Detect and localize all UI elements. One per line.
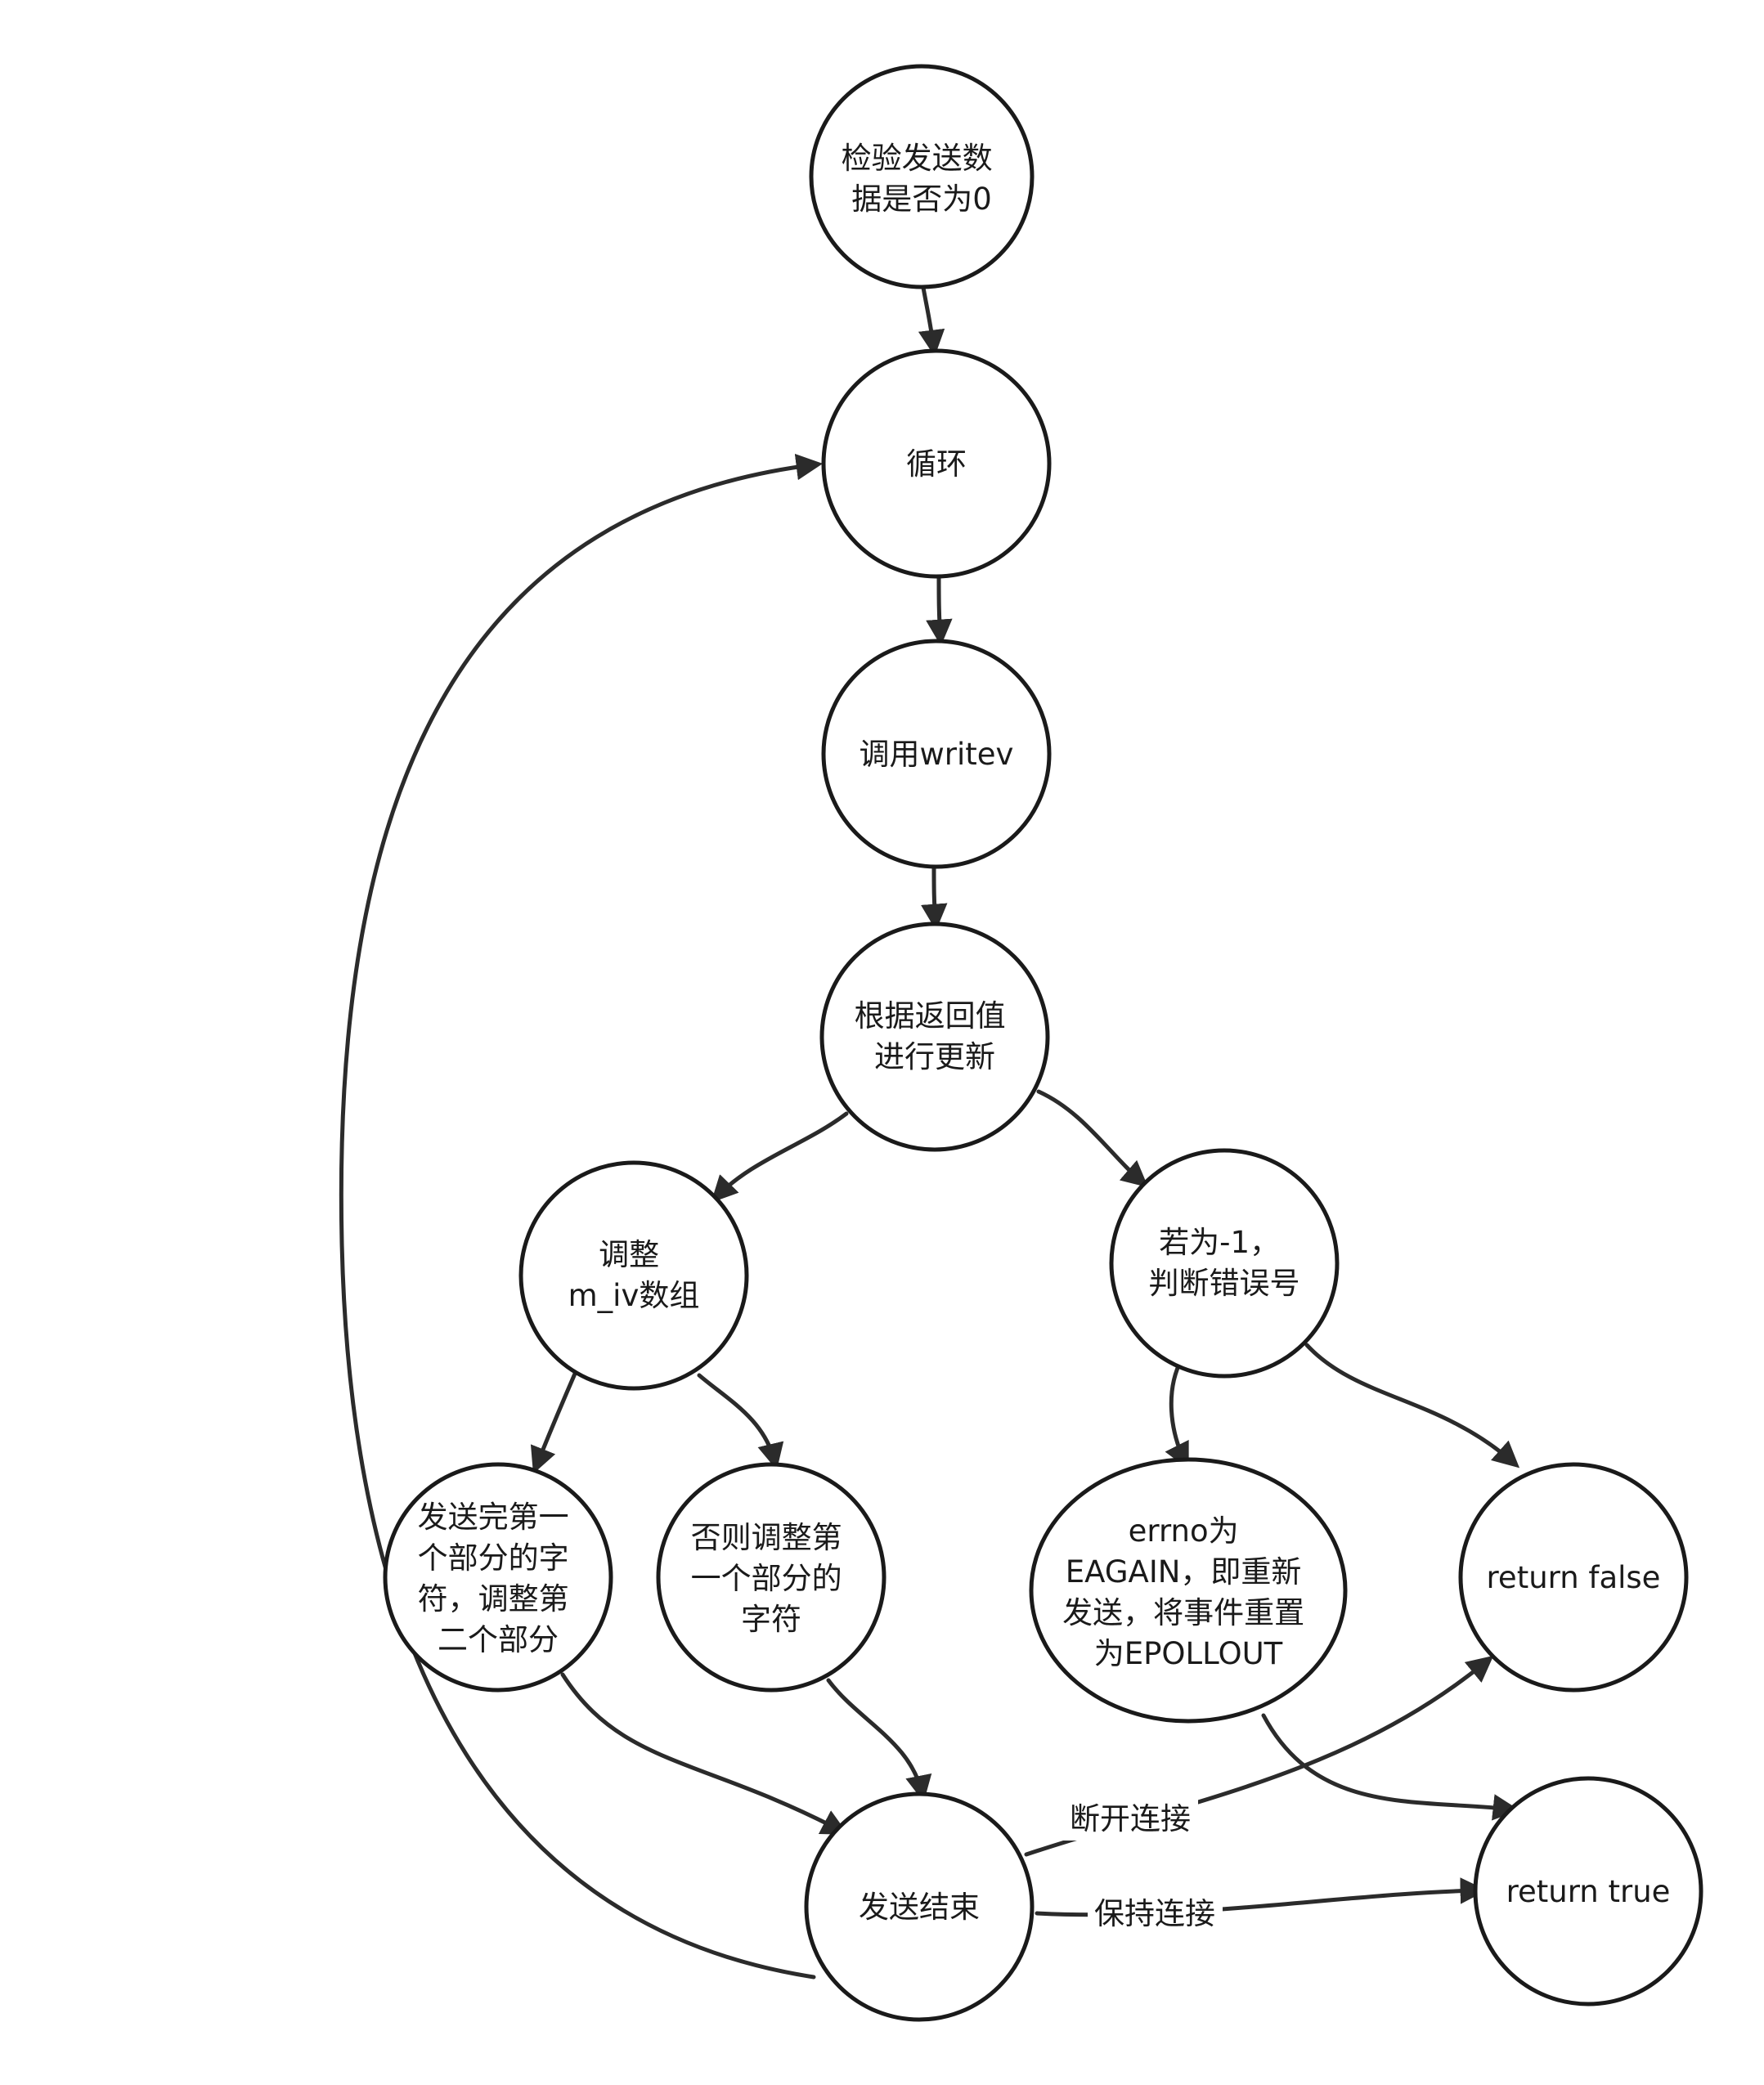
node-sent-first-part-circle [383,1462,613,1693]
node-return-true-label: return true [1506,1874,1671,1909]
edge-errno-to-return-true [1261,1713,1520,1821]
node-adjust-m-iv: 调整 m_iv数组 [518,1160,749,1391]
edge-sent-first-to-send-end [560,1672,849,1835]
node-update-by-ret: 根据返回值 进行更新 [819,921,1050,1152]
edge-if-minus-one-to-errno [1165,1356,1189,1470]
node-adjust-m-iv-circle [518,1160,749,1391]
edge-label-disconnect: 断开连接 [1070,1801,1191,1836]
node-update-by-ret-circle [819,921,1050,1152]
node-check-zero: 检验发送数 据是否为0 [809,64,1035,289]
node-if-minus-one-label: 若为-1， 判断错误号 [1149,1225,1300,1301]
node-loop-label: 循环 [906,446,967,482]
edge-loop-to-call-writev [926,574,953,647]
edge-label-bg-keep-alive [1088,1890,1223,1936]
edge-label-keep-alive: 保持连接 [1094,1896,1215,1931]
edge-update-to-if-minus-one [1036,1089,1149,1188]
edge-update-to-adjust-m-iv [711,1111,849,1203]
node-sent-first-part: 发送完第一 个部分的字 符，调整第 二个部分 [383,1462,613,1693]
edge-adjust-m-iv-to-sent-first [530,1371,577,1474]
node-check-zero-circle [809,64,1035,289]
node-return-true-circle [1473,1776,1703,2007]
node-update-by-ret-label: 根据返回值 进行更新 [855,998,1016,1074]
node-else-adjust-circle [656,1462,886,1693]
edge-else-adjust-to-send-end [826,1678,932,1802]
edge-label-bg-disconnect [1063,1795,1198,1841]
node-return-false-label: return false [1487,1560,1661,1595]
node-errno-eagain-circle [1029,1457,1348,1724]
edge-check-zero-to-loop [918,280,945,357]
node-call-writev-label: 调用writev [860,737,1014,772]
node-return-false: return false [1458,1462,1689,1693]
node-else-adjust: 否则调整第 一个部分的 字符 [656,1462,886,1693]
node-if-minus-one-circle [1109,1148,1340,1379]
edge-call-writev-to-update [921,866,948,931]
node-loop: 循环 [821,348,1052,579]
node-call-writev: 调用writev [821,639,1052,869]
edge-if-minus-one-to-return-false [1304,1343,1520,1468]
node-call-writev-circle [821,639,1052,869]
node-errno-eagain: errno为 EAGAIN，即重新 发送，将事件重置 为EPOLLOUT [1029,1457,1348,1724]
node-send-end-circle [804,1791,1035,2022]
node-return-true: return true [1473,1776,1703,2007]
node-else-adjust-label: 否则调整第 一个部分的 字符 [691,1520,852,1637]
node-adjust-m-iv-label: 调整 m_iv数组 [568,1237,700,1313]
edge-labels: 断开连接 保持连接 [1063,1795,1223,1936]
edge-send-end-to-loop [339,453,824,1980]
node-return-false-circle [1458,1462,1689,1693]
node-send-end: 发送结束 [804,1791,1035,2022]
node-loop-circle [821,348,1052,579]
node-check-zero-label: 检验发送数 据是否为0 [842,141,1003,217]
nodes: 检验发送数 据是否为0 循环 调用writev 根据返回值 进行更新 [383,64,1703,2022]
node-sent-first-part-label: 发送完第一 个部分的字 符，调整第 二个部分 [418,1500,579,1657]
node-errno-eagain-label: errno为 EAGAIN，即重新 发送，将事件重置 为EPOLLOUT [1062,1513,1314,1671]
node-send-end-label: 发送结束 [859,1890,980,1925]
edges [339,280,1520,1980]
edge-adjust-m-iv-to-else-adjust [697,1373,784,1470]
node-if-minus-one: 若为-1， 判断错误号 [1109,1148,1340,1379]
